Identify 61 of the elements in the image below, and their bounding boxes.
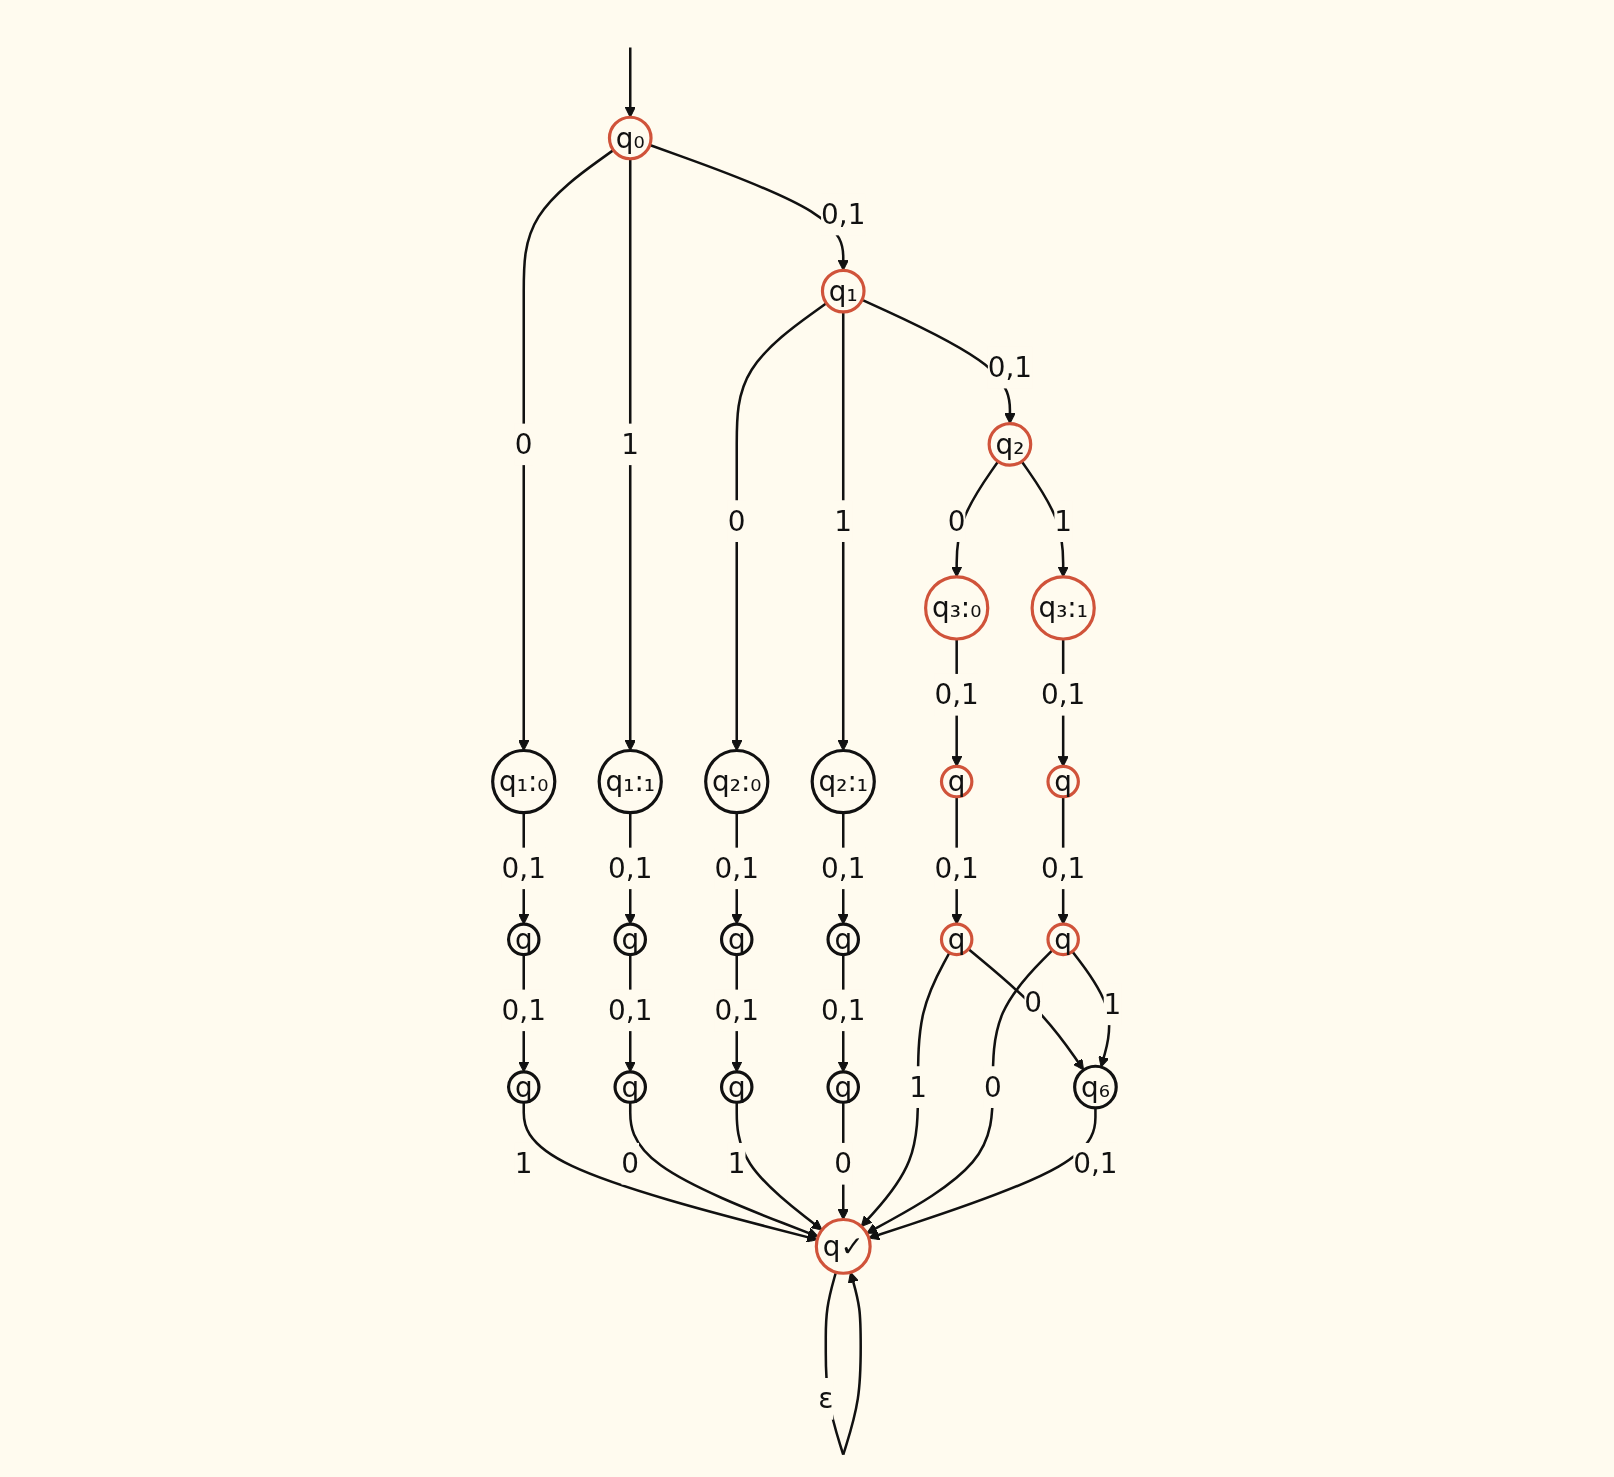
edge-label: 1 [1103, 988, 1122, 1021]
node-circle [826, 922, 860, 957]
edge-label: 1 [834, 505, 853, 537]
edge-label: 0,1 [1040, 678, 1086, 711]
edge-label: 0,1 [714, 994, 759, 1027]
edge-label: 0 [983, 1071, 1002, 1103]
edge-label: 1 [514, 1147, 533, 1180]
edge-label: 0,1 [821, 198, 866, 231]
edge-label: 0,1 [821, 852, 866, 885]
edge-label: ε [818, 1383, 834, 1415]
node-circle [814, 1217, 872, 1275]
edge-label: 0,1 [608, 994, 653, 1027]
edge-label: 0,1 [714, 852, 759, 885]
node-circle [1046, 922, 1080, 957]
node-circle [810, 748, 876, 815]
arrow [860, 952, 951, 1227]
node-circle [820, 268, 866, 314]
node-circle [939, 764, 974, 799]
edge-label: 1 [727, 1147, 746, 1180]
edge-label: 0 [834, 1147, 853, 1180]
arrow [624, 47, 636, 118]
edge-label: 0,1 [1073, 1147, 1118, 1180]
edge-label: 0,1 [608, 852, 653, 885]
edge-label: 0 [514, 428, 533, 461]
node-circle [506, 922, 541, 957]
arrow [522, 1102, 818, 1243]
edge-label: 0 [947, 505, 966, 537]
edge-label: 0,1 [934, 678, 979, 711]
arrow [967, 948, 1085, 1071]
node-circle [704, 748, 770, 815]
node-circle [491, 748, 557, 815]
edge-label: 0 [727, 505, 746, 537]
arrow [868, 1107, 1097, 1241]
node-circle [1046, 764, 1080, 799]
edge-label: 0,1 [1040, 852, 1086, 885]
edge-label: 0,1 [934, 852, 979, 885]
edge-label: 0 [1024, 987, 1043, 1019]
node-circle [924, 575, 990, 641]
edge-label: 1 [909, 1071, 927, 1103]
node-circle [506, 1070, 541, 1104]
edge-label: 0,1 [501, 994, 546, 1027]
node-circle [719, 1070, 754, 1104]
arrow [628, 1102, 819, 1239]
edge-label: 0,1 [987, 351, 1033, 384]
node-circle [613, 922, 647, 957]
node-circle [613, 1070, 647, 1104]
node-circle [719, 922, 754, 957]
edge-label: 0,1 [501, 852, 546, 885]
edge-label: 0 [621, 1147, 640, 1180]
node-circle [607, 115, 653, 161]
edge-label: 0,1 [821, 994, 866, 1027]
node-circle [597, 748, 663, 815]
edge-label: 1 [1054, 505, 1073, 537]
arrow [735, 1102, 823, 1231]
node-circle [987, 422, 1033, 467]
edge-label: 1 [621, 428, 640, 461]
node-circle [1030, 575, 1096, 641]
node-circle [1073, 1064, 1118, 1110]
arrow [866, 949, 1054, 1234]
node-circle [826, 1070, 860, 1104]
node-circle [939, 922, 974, 957]
